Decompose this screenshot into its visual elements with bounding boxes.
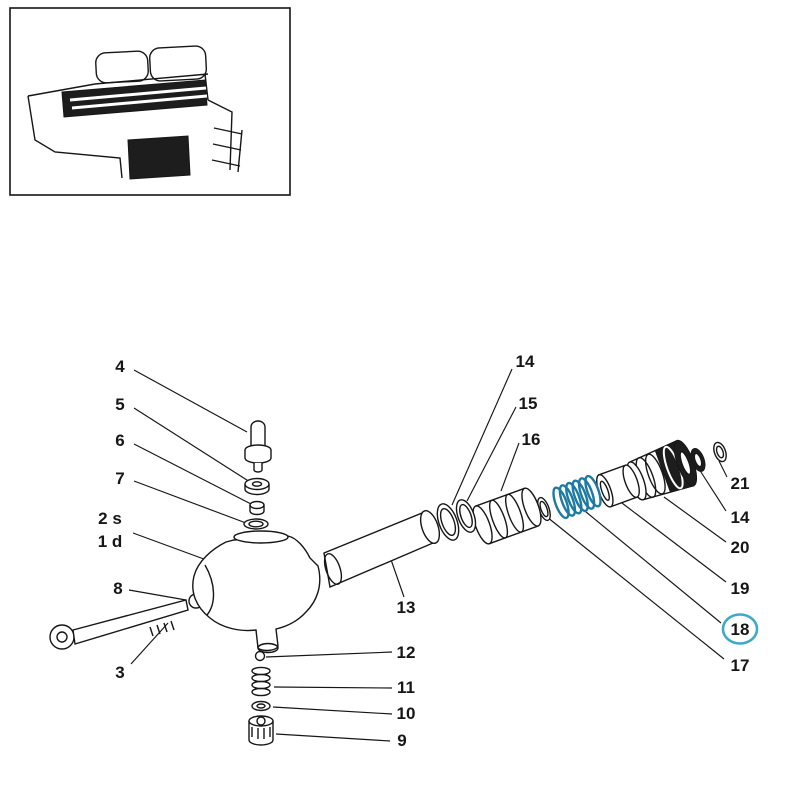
callout-17: 17	[731, 656, 750, 675]
part-21-ring	[713, 441, 727, 463]
callout-16: 16	[522, 430, 541, 449]
callout-3: 3	[115, 663, 124, 682]
part-20-cylinder	[626, 439, 698, 501]
leader-lines	[128, 368, 728, 742]
callout-variant-1d: 1 d	[98, 532, 123, 551]
part-16-boot	[472, 487, 542, 545]
part-19-piston-cup	[596, 464, 640, 508]
part-5-washer	[244, 477, 270, 496]
part-3-drag-link	[49, 593, 204, 650]
callout-18-highlighted: 18	[731, 620, 750, 639]
part-10-washer	[251, 700, 271, 712]
callout-15: 15	[519, 394, 538, 413]
part-12-ball	[254, 650, 266, 662]
callout-5: 5	[115, 395, 124, 414]
highlight-circle	[721, 613, 759, 645]
callout-14-right: 14	[731, 508, 750, 527]
part-18-spring	[552, 474, 602, 520]
part-14-oring-right	[690, 448, 706, 472]
callout-7: 7	[115, 469, 124, 488]
part-6-bushing	[249, 500, 265, 516]
callout-4: 4	[115, 357, 125, 376]
callout-10: 10	[397, 704, 416, 723]
callout-variant-2s: 2 s	[98, 509, 122, 528]
vehicle-location-inset	[9, 7, 291, 196]
valve-body-housing	[192, 530, 321, 654]
callout-20: 20	[731, 538, 750, 557]
tractor-sketch	[27, 45, 243, 180]
callout-labels: 4 5 6 7 2 s 1 d 8 3 13 12 11 10 9 14 15 …	[98, 352, 759, 750]
callout-19: 19	[731, 579, 750, 598]
part-4-stem	[244, 420, 272, 473]
callout-12: 12	[397, 643, 416, 662]
callout-11: 11	[397, 678, 415, 697]
part-7-seal-ring	[243, 518, 269, 530]
callout-21: 21	[731, 474, 750, 493]
part-15-ring	[455, 499, 477, 533]
callout-13: 13	[397, 598, 416, 617]
callout-14-top: 14	[516, 352, 535, 371]
part-13-tube	[323, 510, 441, 588]
part-11-spring	[251, 666, 271, 697]
part-14-oring-left	[436, 503, 460, 541]
callout-6: 6	[115, 431, 124, 450]
callout-9: 9	[397, 731, 406, 750]
callout-8: 8	[113, 579, 122, 598]
part-9-plug	[248, 715, 274, 746]
